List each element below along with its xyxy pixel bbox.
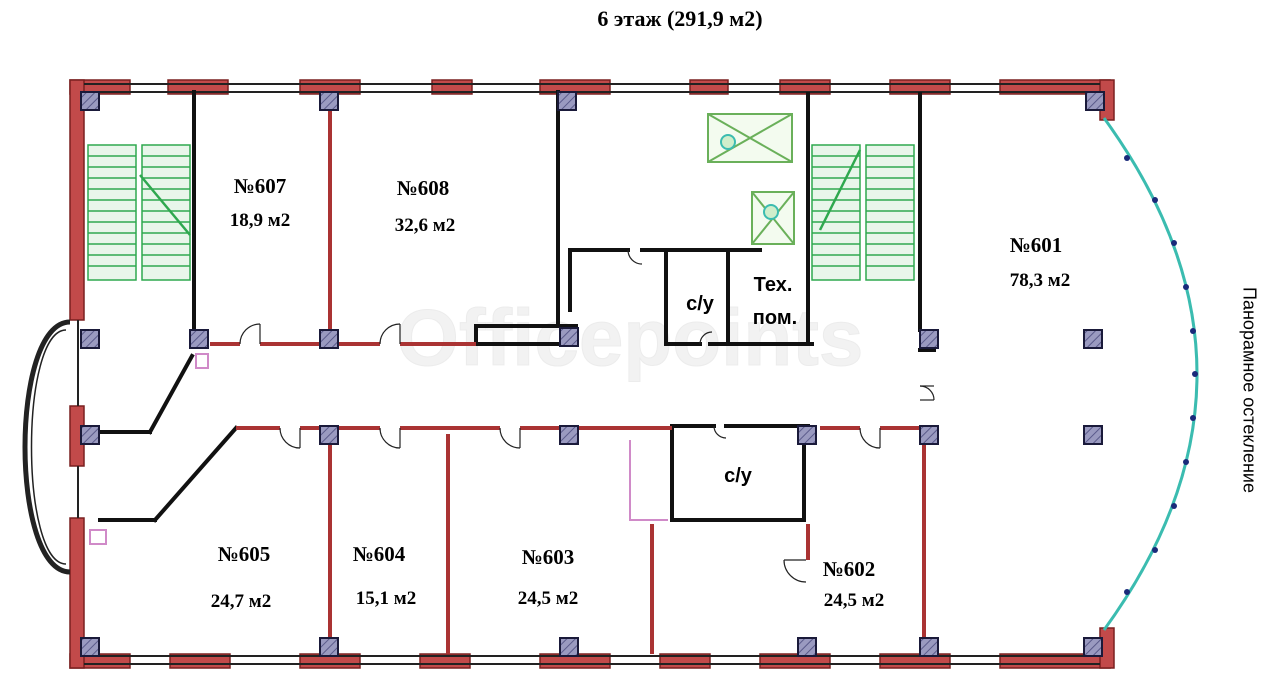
room-608-area: 32,6 м2 [395, 215, 455, 236]
service-shafts [89, 353, 668, 545]
partition-walls [210, 108, 934, 654]
room-605-number: №605 [218, 542, 271, 566]
wc-top-label: с/у [686, 293, 715, 315]
panoramic-glazing-label: Панорамное остекление [1233, 240, 1265, 540]
glazing-mullions [1124, 155, 1198, 595]
room-601-area: 78,3 м2 [1010, 270, 1070, 291]
room-601-number: №601 [1010, 233, 1063, 257]
tech-room-label-line1: Тех. [754, 274, 793, 296]
room-603-area: 24,5 м2 [518, 588, 578, 609]
interior-walls [98, 90, 936, 523]
wc-bottom-label: с/у [724, 465, 753, 487]
elevator-1 [707, 113, 793, 163]
doors [239, 249, 935, 583]
room-602-area: 24,5 м2 [824, 590, 884, 611]
side-label-text: Панорамное остекление [1239, 287, 1260, 493]
room-605-area: 24,7 м2 [211, 591, 271, 612]
room-604-number: №604 [353, 542, 406, 566]
room-607-area: 18,9 м2 [230, 210, 290, 231]
room-607-number: №607 [234, 174, 287, 198]
stair-right [811, 144, 915, 281]
panoramic-glazing [1102, 117, 1199, 631]
stair-left [87, 144, 191, 281]
page-title: 6 этаж (291,9 м2) [597, 6, 763, 31]
room-608-number: №608 [397, 176, 450, 200]
room-604-area: 15,1 м2 [356, 588, 416, 609]
elevator-2 [751, 191, 795, 245]
room-602-number: №602 [823, 557, 876, 581]
columns [80, 91, 1105, 657]
tech-room-label-line2: пом. [753, 307, 797, 329]
left-annex [22, 319, 71, 575]
room-603-number: №603 [522, 545, 575, 569]
